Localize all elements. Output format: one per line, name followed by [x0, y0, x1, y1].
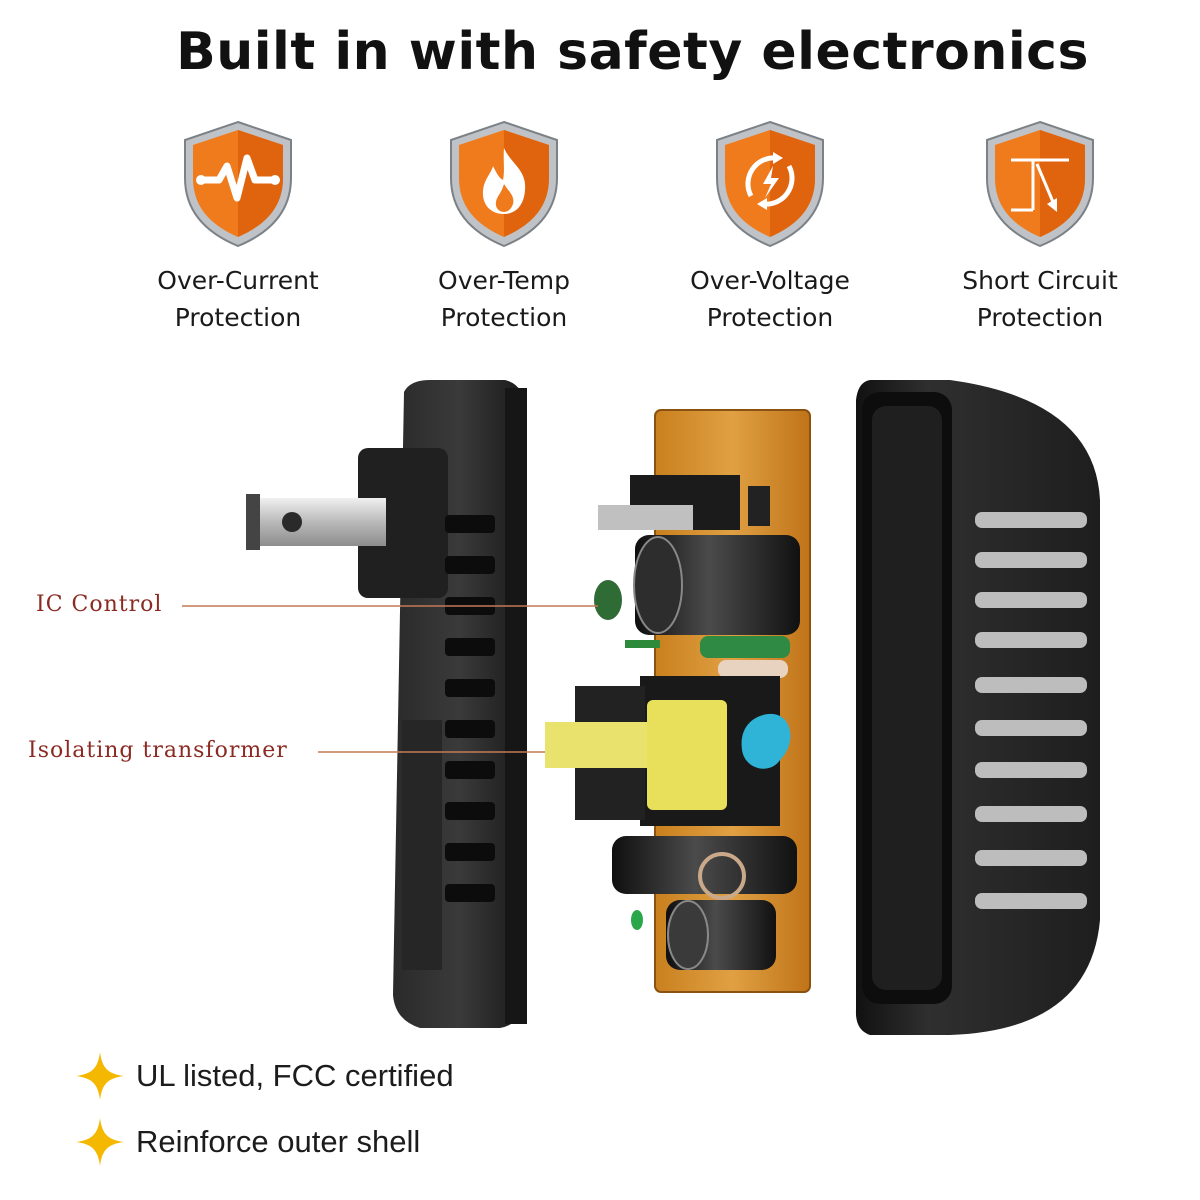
- feature-label-line2: Protection: [440, 303, 568, 332]
- bullet-reinforce-shell: Reinforce outer shell: [74, 1116, 420, 1168]
- ic-control-label: IC Control: [36, 592, 163, 617]
- plug-prong: [246, 448, 448, 598]
- feature-label-line2: Protection: [174, 303, 302, 332]
- page-title: Built in with safety electronics: [176, 22, 1089, 82]
- feature-label-line1: Over-Current: [157, 266, 319, 295]
- right-shell: [855, 380, 1100, 1035]
- circuit-switch-icon: [986, 120, 1094, 248]
- right-shell-vents: [975, 512, 1087, 909]
- sparkle-star-icon: [76, 1052, 124, 1100]
- left-shell: [246, 380, 527, 1028]
- bullet-text: UL listed, FCC certified: [136, 1058, 454, 1093]
- flame-icon: [450, 120, 558, 248]
- bullet-ul-listed: UL listed, FCC certified: [74, 1050, 454, 1102]
- feature-label-line1: Over-Voltage: [690, 266, 850, 295]
- adapter-exploded-view: [182, 380, 1100, 1035]
- feature-label-line2: Protection: [706, 303, 834, 332]
- sparkle-star-icon: [76, 1118, 124, 1166]
- feature-over-voltage: Over-Voltage Protection: [660, 118, 880, 336]
- feature-over-temp: Over-Temp Protection: [394, 118, 614, 336]
- circuit-board: [545, 409, 811, 993]
- refresh-bolt-icon: [716, 120, 824, 248]
- pulse-icon: [184, 120, 292, 248]
- isolating-transformer-label: Isolating transformer: [28, 738, 288, 763]
- feature-short-circuit: Short Circuit Protection: [930, 118, 1150, 336]
- feature-label-line1: Short Circuit: [962, 266, 1118, 295]
- feature-over-current: Over-Current Protection: [128, 118, 348, 336]
- feature-label-line1: Over-Temp: [438, 266, 570, 295]
- feature-label-line2: Protection: [976, 303, 1104, 332]
- bullet-text: Reinforce outer shell: [136, 1124, 421, 1159]
